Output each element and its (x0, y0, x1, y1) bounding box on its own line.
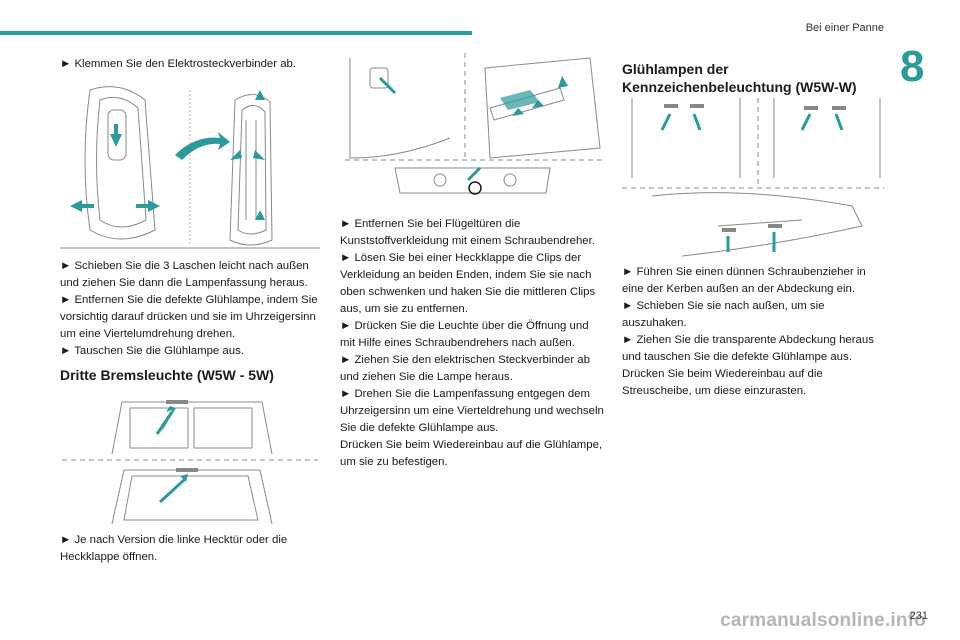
step-3: ► Drücken Sie die Leuchte über die Öffnu… (340, 320, 589, 349)
step-5: ► Drehen Sie die Lampenfassung entgegen … (340, 388, 604, 434)
arrow-icon (660, 113, 844, 252)
step-disconnect: ► Klemmen Sie den Elektrosteckverbinder … (60, 58, 297, 70)
watermark: carmanualsonline.info (720, 610, 926, 631)
arrow-icon (155, 406, 188, 504)
heading-plate-light: Glühlampen der Kennzeichenbeleuchtung (W… (622, 61, 857, 95)
section-title: Bei einer Panne (805, 22, 884, 34)
figure-lamp-holder (60, 80, 320, 250)
column-1-steps: ► Schieben Sie die 3 Laschen leicht nach… (60, 258, 320, 360)
arrow-icon (378, 76, 568, 182)
step-3: ► Ziehen Sie die transparente Abdeckung … (622, 334, 874, 363)
chapter-number: 8 (900, 42, 925, 91)
step-1: ► Entfernen Sie bei Flügeltüren die Kuns… (340, 218, 595, 247)
column-1-open: ► Je nach Version die linke Hecktür oder… (60, 532, 320, 566)
figure-plate-light (622, 96, 884, 260)
arrow-icon (70, 90, 265, 220)
heading-brake-light: Dritte Bremsleuchte (W5W - 5W) (60, 367, 274, 383)
step-6: Drücken Sie beim Wiedereinbau auf die Gl… (340, 439, 603, 468)
step-2: ► Schieben Sie sie nach außen, um sie au… (622, 300, 825, 329)
step-open: ► Je nach Version die linke Hecktür oder… (60, 534, 288, 563)
header-accent-bar (0, 31, 472, 35)
figure-brake-light-removal (340, 48, 604, 206)
step-2: ► Lösen Sie bei einer Heckklappe die Cli… (340, 252, 596, 315)
step-4: Drücken Sie beim Wiedereinbau auf die St… (622, 368, 823, 397)
step-2: ► Entfernen Sie die defekte Glühlampe, i… (60, 294, 318, 340)
page-number: 231 (909, 610, 928, 622)
column-1: ► Klemmen Sie den Elektrosteckverbinder … (60, 56, 320, 73)
column-2-steps: ► Entfernen Sie bei Flügeltüren die Kuns… (340, 216, 606, 471)
column-3-steps: ► Führen Sie einen dünnen Schraubenziehe… (622, 264, 884, 400)
step-1: ► Schieben Sie die 3 Laschen leicht nach… (60, 260, 309, 289)
step-1: ► Führen Sie einen dünnen Schraubenziehe… (622, 266, 866, 295)
step-3: ► Tauschen Sie die Glühlampe aus. (60, 345, 244, 357)
figure-brake-light-location (62, 394, 318, 526)
step-4: ► Ziehen Sie den elektrischen Steckverbi… (340, 354, 590, 383)
